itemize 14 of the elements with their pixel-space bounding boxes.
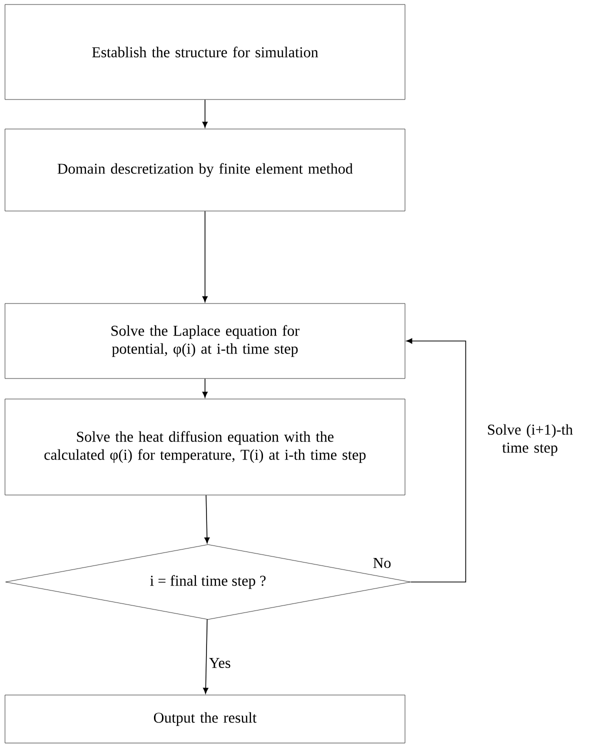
arrow	[204, 494, 210, 544]
arrow	[202, 378, 208, 398]
arrow	[202, 210, 208, 302]
process-box: Domain descretization by finite element method	[4, 128, 406, 212]
edge-label: Yes	[208, 657, 232, 669]
arrow	[203, 619, 208, 694]
edge-note: Solve (i+1)-th time step	[488, 424, 573, 456]
arrow	[406, 338, 466, 582]
process-box: Establish the structure for simulation	[4, 4, 406, 100]
edge-label: No	[372, 557, 392, 569]
arrow	[202, 99, 208, 128]
process-box: Output the result	[4, 694, 406, 744]
process-box: Solve the Laplace equation for potential, φ(i) at i-th time step	[4, 303, 406, 379]
process-box: Solve the heat diffusion equation with the calculated φ(i) for temperature, T(i) at i-th time step	[4, 398, 406, 496]
